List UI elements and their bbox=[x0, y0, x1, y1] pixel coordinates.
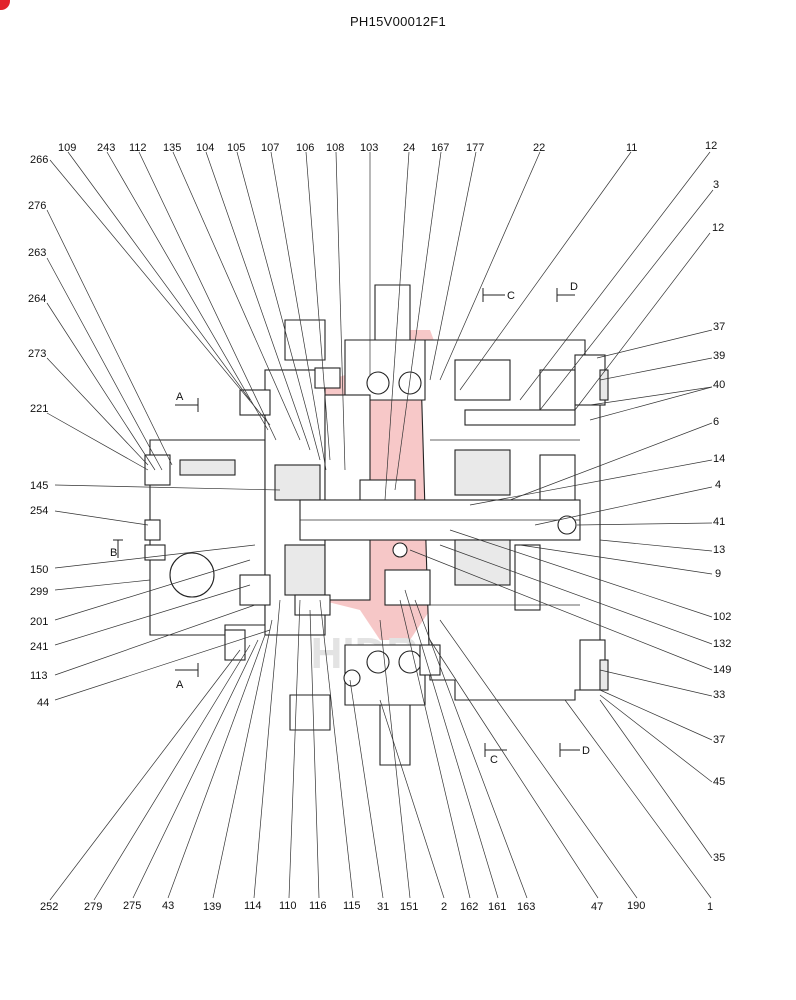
callout-243: 243 bbox=[97, 142, 115, 154]
callout-299: 299 bbox=[30, 586, 48, 598]
callout-112: 112 bbox=[129, 142, 147, 154]
callout-37-bottom: 37 bbox=[713, 734, 725, 746]
callout-31: 31 bbox=[377, 901, 389, 913]
callout-150: 150 bbox=[30, 564, 48, 576]
section-c-bottom: C bbox=[490, 754, 498, 766]
callout-22: 22 bbox=[533, 142, 545, 154]
brand-corner-mark bbox=[0, 0, 10, 10]
callout-241: 241 bbox=[30, 641, 48, 653]
callout-4: 4 bbox=[715, 479, 721, 491]
callout-279: 279 bbox=[84, 901, 102, 913]
leader-lines bbox=[46, 151, 714, 901]
callout-33: 33 bbox=[713, 689, 725, 701]
section-a-bottom: A bbox=[176, 679, 184, 691]
callout-167: 167 bbox=[431, 142, 449, 154]
callout-14: 14 bbox=[713, 453, 725, 465]
callout-3: 3 bbox=[713, 179, 719, 191]
callout-108: 108 bbox=[326, 142, 344, 154]
callout-103: 103 bbox=[360, 142, 378, 154]
callout-1: 1 bbox=[707, 901, 713, 913]
callout-276: 276 bbox=[28, 200, 46, 212]
callout-163: 163 bbox=[517, 901, 535, 913]
callout-263: 263 bbox=[28, 247, 46, 259]
callout-2: 2 bbox=[441, 901, 447, 913]
callout-12-second: 12 bbox=[712, 222, 724, 234]
callout-43: 43 bbox=[162, 900, 174, 912]
callout-104: 104 bbox=[196, 142, 214, 154]
callout-190: 190 bbox=[627, 900, 645, 912]
section-c-top: C bbox=[507, 290, 515, 302]
callout-41: 41 bbox=[713, 516, 725, 528]
callout-45: 45 bbox=[713, 776, 725, 788]
callout-110: 110 bbox=[279, 900, 297, 912]
section-a-top: A bbox=[176, 391, 184, 403]
callout-13: 13 bbox=[713, 544, 725, 556]
callout-24: 24 bbox=[403, 142, 415, 154]
callout-273: 273 bbox=[28, 348, 46, 360]
callout-266: 266 bbox=[30, 154, 48, 166]
callout-113: 113 bbox=[30, 670, 48, 682]
callout-201: 201 bbox=[30, 616, 48, 628]
callout-40: 40 bbox=[713, 379, 725, 391]
motor-housing bbox=[144, 284, 609, 766]
callout-37-top: 37 bbox=[713, 321, 725, 333]
section-d-bottom: D bbox=[582, 745, 590, 757]
callout-132: 132 bbox=[713, 638, 731, 650]
callout-161: 161 bbox=[488, 901, 506, 913]
document-code: PH15V00012F1 bbox=[349, 14, 447, 29]
callout-11: 11 bbox=[626, 142, 637, 154]
callout-35: 35 bbox=[713, 852, 725, 864]
callout-107: 107 bbox=[261, 142, 279, 154]
callout-6: 6 bbox=[713, 416, 719, 428]
callout-139: 139 bbox=[203, 901, 221, 913]
callout-264: 264 bbox=[28, 293, 46, 305]
callout-39: 39 bbox=[713, 350, 725, 362]
callout-109: 109 bbox=[58, 142, 76, 154]
callout-116: 116 bbox=[309, 900, 327, 912]
callout-47: 47 bbox=[591, 901, 603, 913]
callout-9: 9 bbox=[715, 568, 721, 580]
callout-135: 135 bbox=[163, 142, 181, 154]
callout-177: 177 bbox=[466, 142, 484, 154]
callout-275: 275 bbox=[123, 900, 141, 912]
callout-221: 221 bbox=[30, 403, 48, 415]
section-markers: A A B C C D D bbox=[110, 281, 590, 766]
callout-145: 145 bbox=[30, 480, 48, 492]
callout-114: 114 bbox=[244, 900, 262, 912]
callout-151: 151 bbox=[400, 901, 418, 913]
callout-102: 102 bbox=[713, 611, 731, 623]
section-b: B bbox=[110, 547, 117, 559]
callout-254: 254 bbox=[30, 505, 48, 517]
callout-labels: 266 109 243 112 135 104 105 107 106 108 … bbox=[28, 140, 731, 913]
callout-12-top: 12 bbox=[705, 140, 717, 152]
callout-115: 115 bbox=[343, 900, 361, 912]
callout-105: 105 bbox=[227, 142, 245, 154]
callout-252: 252 bbox=[40, 901, 58, 913]
callout-162: 162 bbox=[460, 901, 478, 913]
section-d-top: D bbox=[570, 281, 578, 293]
callout-106: 106 bbox=[296, 142, 314, 154]
callout-149: 149 bbox=[713, 664, 731, 676]
callout-44: 44 bbox=[37, 697, 49, 709]
